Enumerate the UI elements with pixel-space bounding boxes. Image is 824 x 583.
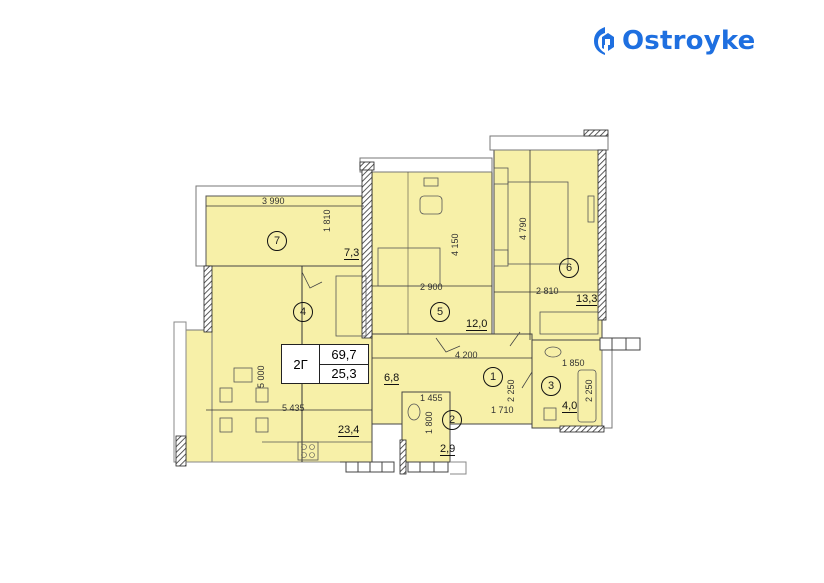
dim-balcony-depth: 1 810 <box>322 209 332 232</box>
room-number-7: 7 <box>267 231 287 251</box>
total-area: 69,7 <box>320 345 368 365</box>
dim-room5-depth: 4 150 <box>450 233 460 256</box>
dim-hall-inner: 1 710 <box>491 405 514 415</box>
room-area-3: 4,0 <box>562 400 578 413</box>
room-area-5: 12,0 <box>466 318 488 331</box>
room-number-5: 5 <box>430 302 450 322</box>
room-area-4: 23,4 <box>338 424 360 437</box>
dim-bath3-depth: 2 250 <box>584 379 594 402</box>
brand-logo: Ostroyke <box>594 26 755 56</box>
dim-kitchen-width: 5 435 <box>282 403 305 413</box>
dim-bath2-width: 1 455 <box>420 393 443 403</box>
apartment-summary: 2Г 69,7 25,3 <box>281 344 369 384</box>
dim-room5-width: 2 900 <box>420 282 443 292</box>
dim-bath2-depth: 1 800 <box>424 411 434 434</box>
dim-room6-width: 2 810 <box>536 286 559 296</box>
room-number-6: 6 <box>559 258 579 278</box>
dim-hall-width: 4 200 <box>455 350 478 360</box>
room-number-1: 1 <box>483 367 503 387</box>
dim-balcony-width: 3 990 <box>262 196 285 206</box>
brand-name: Ostroyke <box>622 26 756 56</box>
room-area-7: 7,3 <box>344 247 360 260</box>
room-number-4: 4 <box>293 302 313 322</box>
room-area-6: 13,3 <box>576 293 598 306</box>
dim-room6-depth: 4 790 <box>518 217 528 240</box>
apartment-type: 2Г <box>282 345 320 383</box>
dim-bath3-width: 1 850 <box>562 358 585 368</box>
room-area-1: 6,8 <box>384 372 400 385</box>
room-area-2: 2,9 <box>440 443 456 456</box>
logo-mark-icon <box>594 27 614 55</box>
dim-hall-depth: 2 250 <box>506 379 516 402</box>
room-number-2: 2 <box>442 410 462 430</box>
room-number-3: 3 <box>541 376 561 396</box>
dim-kitchen-depth: 5 000 <box>256 365 266 388</box>
living-area: 25,3 <box>331 366 357 382</box>
